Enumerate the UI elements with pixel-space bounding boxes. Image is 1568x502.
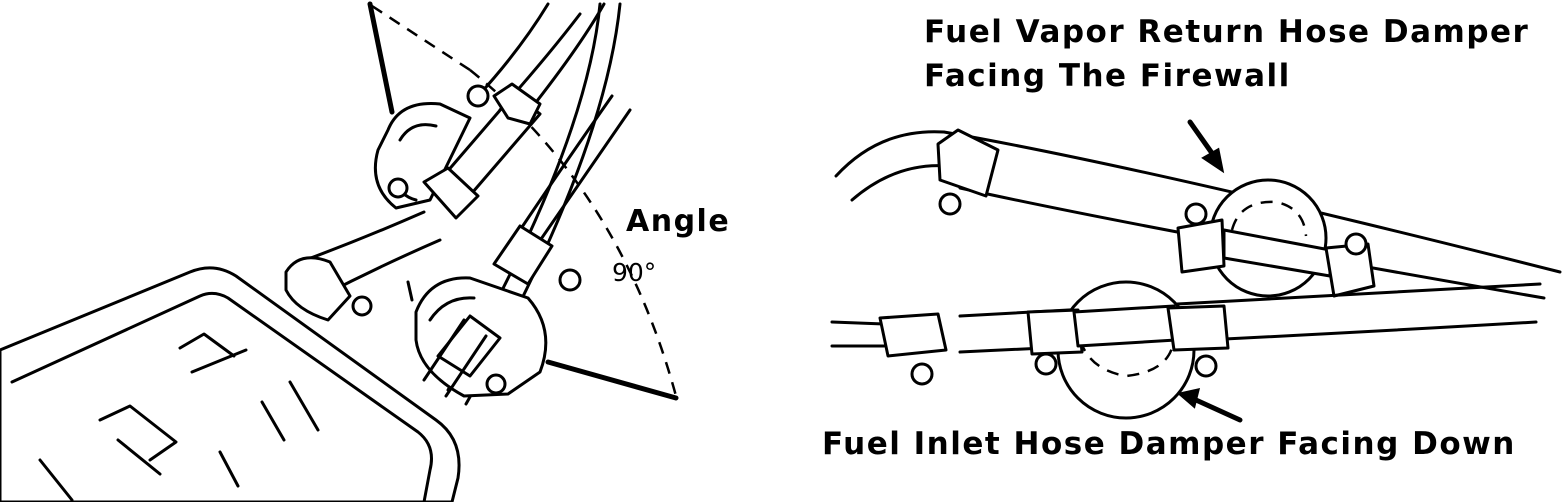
mounting-bracket	[367, 1, 679, 401]
vapor-damper-label-line1: Fuel Vapor Return Hose Damper	[924, 14, 1530, 50]
screw-icon	[351, 295, 373, 317]
upper-damper	[373, 82, 542, 220]
screw-icon	[910, 362, 934, 386]
inlet-damper-label: Fuel Inlet Hose Damper Facing Down	[822, 426, 1516, 462]
screw-icon	[485, 373, 507, 395]
leader-arrow-vapor	[1187, 119, 1225, 174]
leader-arrow-inlet	[1176, 388, 1243, 423]
upper-hose	[284, 210, 442, 322]
screw-icon	[938, 192, 962, 216]
lower-damper	[414, 224, 582, 398]
fuel-inlet-damper	[1026, 280, 1230, 420]
angle-value-label: 90°	[612, 258, 657, 287]
screw-icon	[558, 268, 582, 292]
screw-icon	[1184, 202, 1208, 226]
screw-icon	[466, 84, 490, 108]
screw-icon	[387, 177, 409, 199]
screw-icon	[1034, 352, 1058, 376]
vapor-return-damper	[1176, 178, 1376, 298]
vapor-damper-label-line2: Facing The Firewall	[924, 58, 1291, 94]
right-view	[830, 119, 1562, 423]
left-view	[0, 1, 679, 502]
angle-label: Angle	[626, 204, 731, 239]
fuel-component-box	[0, 266, 461, 502]
screw-icon	[1194, 354, 1218, 378]
screw-icon	[1344, 232, 1368, 256]
